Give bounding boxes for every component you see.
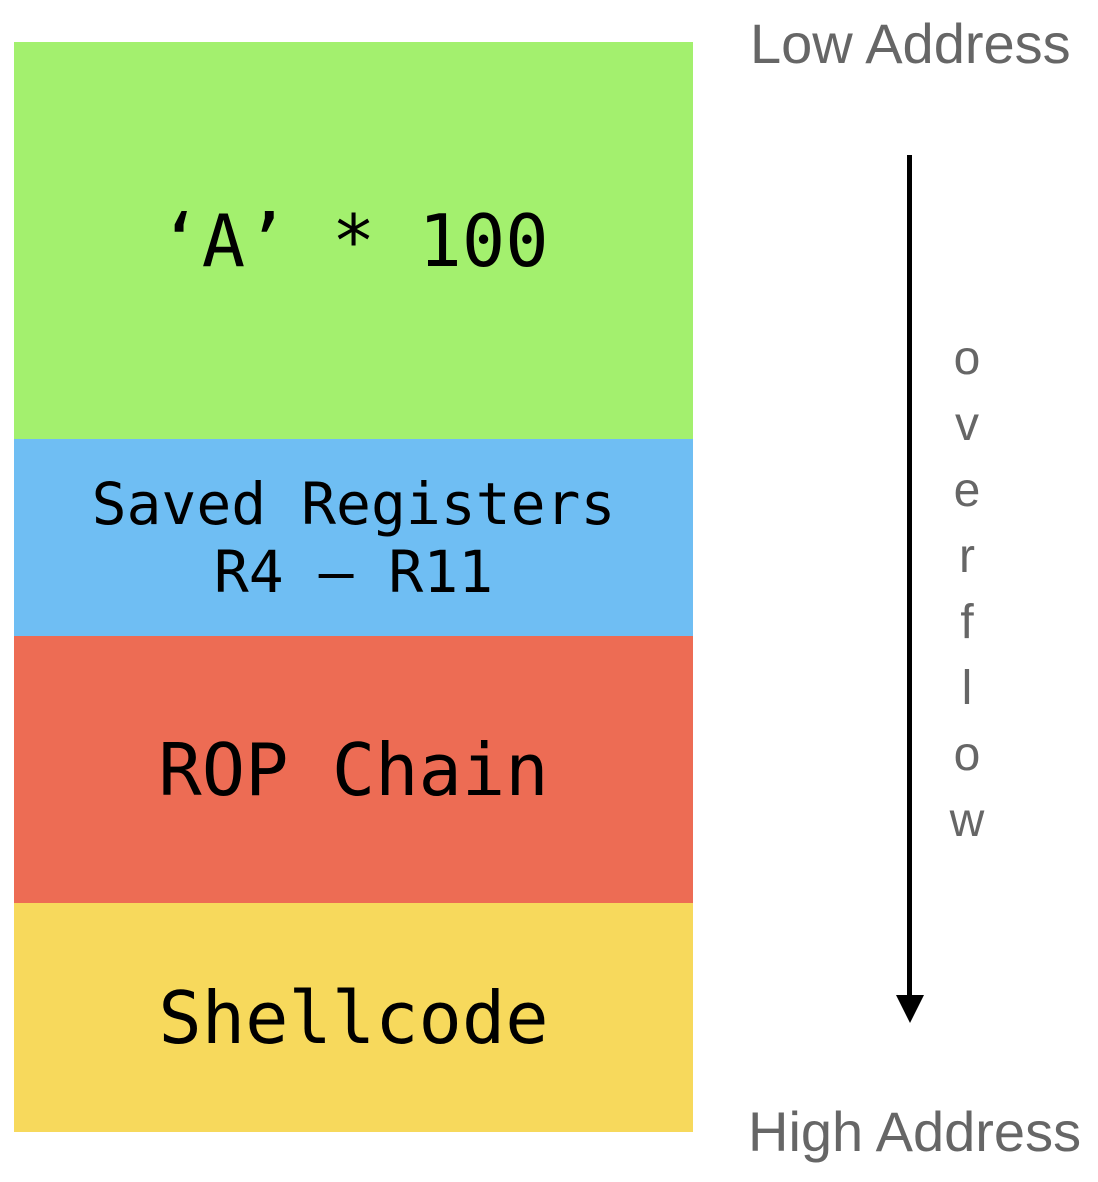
memory-block-shellcode: Shellcode xyxy=(14,903,693,1132)
low-address-label: Low Address xyxy=(750,12,1071,75)
memory-block-rop-chain: ROP Chain xyxy=(14,636,693,903)
memory-block-buffer-fill: ‘A’ * 100 xyxy=(14,42,693,439)
memory-stack: ‘A’ * 100 Saved Registers R4 – R11 ROP C… xyxy=(14,42,693,1132)
overflow-label: o v e r f l o w xyxy=(949,332,985,847)
high-address-label: High Address xyxy=(748,1100,1082,1163)
memory-block-saved-registers: Saved Registers R4 – R11 xyxy=(14,439,693,636)
overflow-arrow-head-icon xyxy=(896,995,924,1023)
overflow-arrow-line xyxy=(907,155,912,998)
